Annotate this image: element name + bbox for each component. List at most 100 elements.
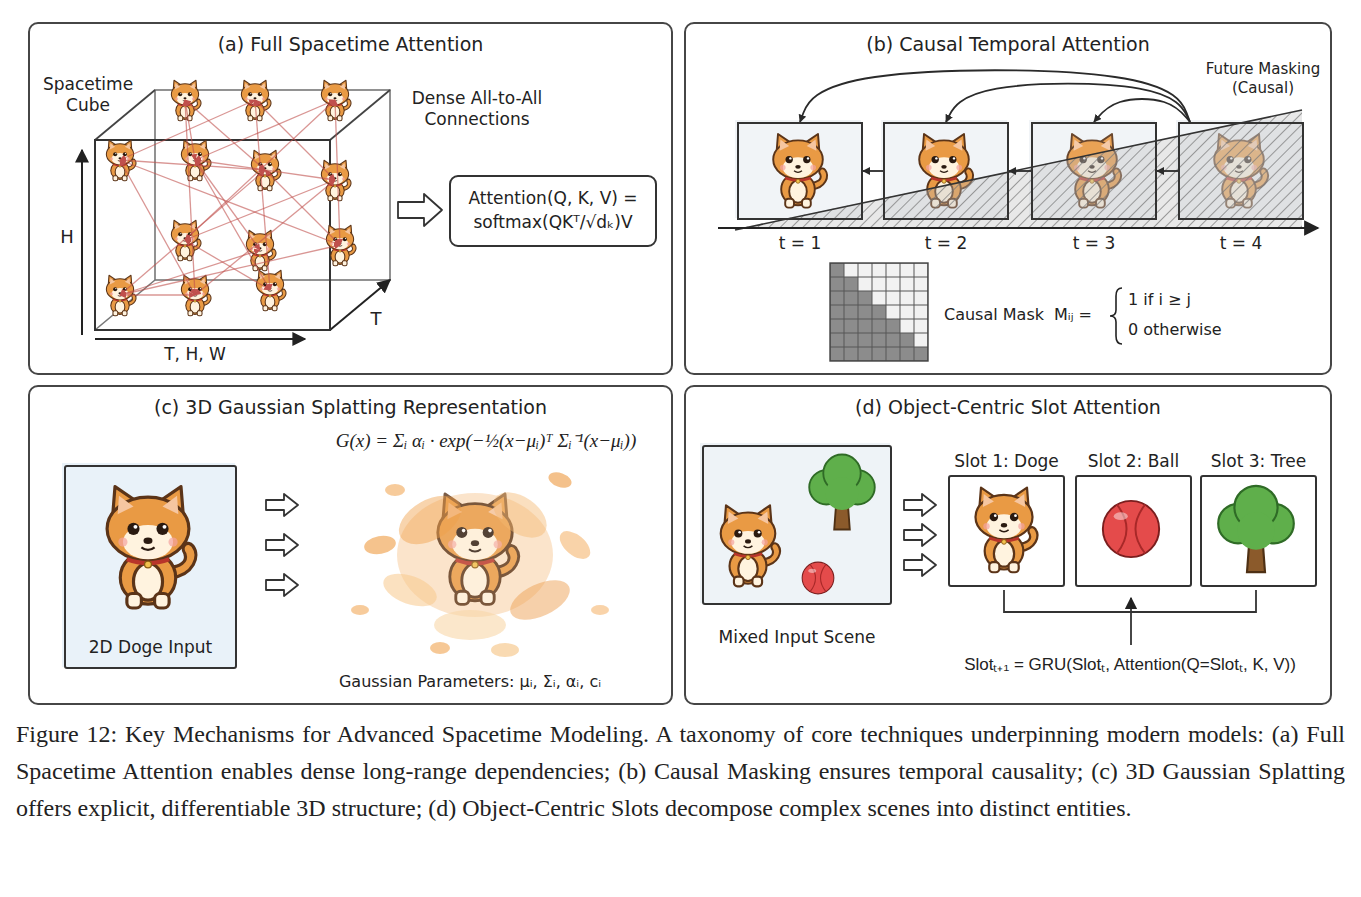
panel-heading: (d) Object-Centric Slot Attention: [646, 396, 1361, 418]
attention-link: [120, 160, 340, 245]
gaussian-splats: [430, 642, 450, 654]
gaussian-splats: [555, 526, 595, 564]
label-holder: Dense All-to-All Connections: [392, 88, 562, 131]
attention-arrow: [946, 84, 1190, 122]
gaussian-splats: [391, 486, 470, 555]
image-caption: Mixed Input Scene: [664, 627, 930, 647]
text-holder: (a) Full Spacetime Attention: [0, 33, 711, 55]
formula-box: Attention(Q, K, V) = softmax(QKᵀ/√dₖ)V: [449, 175, 657, 247]
slot-image: [1218, 486, 1294, 572]
panel-heading: (b) Causal Temporal Attention: [646, 33, 1361, 55]
gaussian-splats: [385, 484, 405, 496]
text-holder: (b) Causal Temporal Attention: [646, 33, 1361, 55]
gaussian-splats: [379, 567, 441, 612]
panel-heading: (c) 3D Gaussian Splatting Representation: [0, 396, 711, 418]
annotation: Gaussian Parameters: μᵢ, Σᵢ, αᵢ, cᵢ: [290, 672, 650, 691]
spacetime-cube: [95, 338, 305, 340]
frame-image: [735, 120, 861, 218]
hollow-arrow: [266, 574, 298, 596]
annotation: Causal Mask: [944, 305, 1048, 324]
label-holder: Causal Mask: [944, 305, 1048, 324]
axis-label: Spacetime Cube: [36, 74, 140, 117]
doge-token: [256, 270, 286, 310]
gaussian-splats: [591, 605, 609, 615]
scene-image: [809, 455, 875, 530]
attention-arrow: [1094, 99, 1190, 122]
gaussian-splats: [351, 605, 369, 615]
attention-link: [120, 170, 265, 295]
attention-link: [335, 100, 340, 245]
time-step-label: t = 2: [845, 233, 1047, 253]
slot-image: [975, 486, 1293, 572]
doge-token: [326, 225, 356, 265]
slot-label: Slot 3: Tree: [1162, 451, 1355, 471]
mask-matrix: [830, 263, 1122, 361]
text-holder: (c) 3D Gaussian Splatting Representation: [0, 396, 711, 418]
formula-label: G(x) = Σᵢ αᵢ · exp(−½(x−μᵢ)ᵀ Σᵢ⁻¹(x−μᵢ)): [300, 427, 672, 453]
attention-link: [120, 245, 340, 295]
text-holder: t = 4: [1140, 233, 1342, 253]
spacetime-cube: [81, 150, 83, 335]
hollow-arrow: [266, 534, 298, 556]
text-holder: Mixed Input Scene: [664, 627, 930, 647]
label-holder: H: [56, 226, 78, 247]
scene-image-box: Mixed Input Scene: [702, 445, 892, 605]
hollow-arrow: [398, 194, 442, 226]
video-frame: t = 2: [883, 122, 1009, 220]
future-mask: [718, 110, 1318, 230]
label-holder: T: [366, 308, 386, 329]
math-label: Mᵢⱼ =: [1054, 305, 1104, 324]
attention-link: [195, 100, 335, 160]
spacetime-cube: [95, 140, 330, 330]
hollow-arrow: [904, 524, 936, 546]
mask-matrix: [1110, 288, 1122, 344]
math-label: 1 if i ≥ j: [1128, 290, 1238, 309]
attention-arrow: [800, 70, 1190, 122]
label-holder: Spacetime Cube: [36, 74, 140, 117]
gaussian-splats: [504, 572, 576, 628]
gaussian-splats: [491, 643, 519, 657]
text-holder: t = 1: [699, 233, 901, 253]
text-holder: Slot 2: Ball: [1037, 451, 1230, 471]
axis-label: T: [366, 308, 386, 329]
label-holder: Gaussian Parameters: μᵢ, Σᵢ, αᵢ, cᵢ: [290, 672, 650, 691]
text-holder: Attention(Q, K, V) = softmax(QKᵀ/√dₖ)V: [463, 187, 643, 235]
future-mask: [718, 227, 1318, 229]
video-frame: t = 4: [1178, 122, 1304, 220]
scene-image: [802, 562, 834, 594]
annotation: Future Masking (Causal): [1196, 60, 1330, 98]
text-holder: t = 2: [845, 233, 1047, 253]
video-frame: t = 3: [1031, 122, 1157, 220]
slot-image: [975, 488, 1037, 573]
mask-matrix: [830, 263, 928, 361]
label-holder: 0 otherwise: [1128, 320, 1238, 339]
slot-image: [1103, 501, 1159, 557]
gaussian-splats: [546, 469, 573, 490]
slot-label: Slot 2: Ball: [1037, 451, 1230, 471]
future-mask: [735, 110, 1302, 230]
attention-link: [185, 240, 270, 290]
caption-holder: Figure 12: Key Mechanisms for Advanced S…: [16, 716, 1345, 827]
label-holder: T, H, W: [145, 344, 245, 365]
axis-label: T, H, W: [145, 344, 245, 365]
time-step-label: t = 4: [1140, 233, 1342, 253]
attention-link: [120, 100, 340, 295]
annotation: Dense All-to-All Connections: [392, 88, 562, 131]
formula-text: Attention(Q, K, V) = softmax(QKᵀ/√dₖ)V: [463, 187, 643, 235]
time-step-label: t = 1: [699, 233, 901, 253]
slot-bracket: [1130, 598, 1132, 645]
text-holder: t = 3: [993, 233, 1195, 253]
doge-token: [321, 160, 351, 200]
attention-link: [195, 160, 335, 180]
attention-link: [120, 294, 195, 295]
frame-image: [773, 134, 827, 208]
label-holder: Future Masking (Causal): [1196, 60, 1330, 98]
formula-label: Slotₜ₊₁ = GRU(Slotₜ, Attention(Q=Slotₜ, …: [915, 652, 1345, 675]
slot-bracket: [1004, 590, 1256, 612]
scene-image: [700, 443, 890, 603]
slot-bracket: [1004, 590, 1256, 645]
label-holder: Mᵢⱼ =: [1054, 305, 1104, 324]
label-holder: Slotₜ₊₁ = GRU(Slotₜ, Attention(Q=Slotₜ, …: [915, 652, 1345, 675]
doge-token: [106, 80, 356, 315]
